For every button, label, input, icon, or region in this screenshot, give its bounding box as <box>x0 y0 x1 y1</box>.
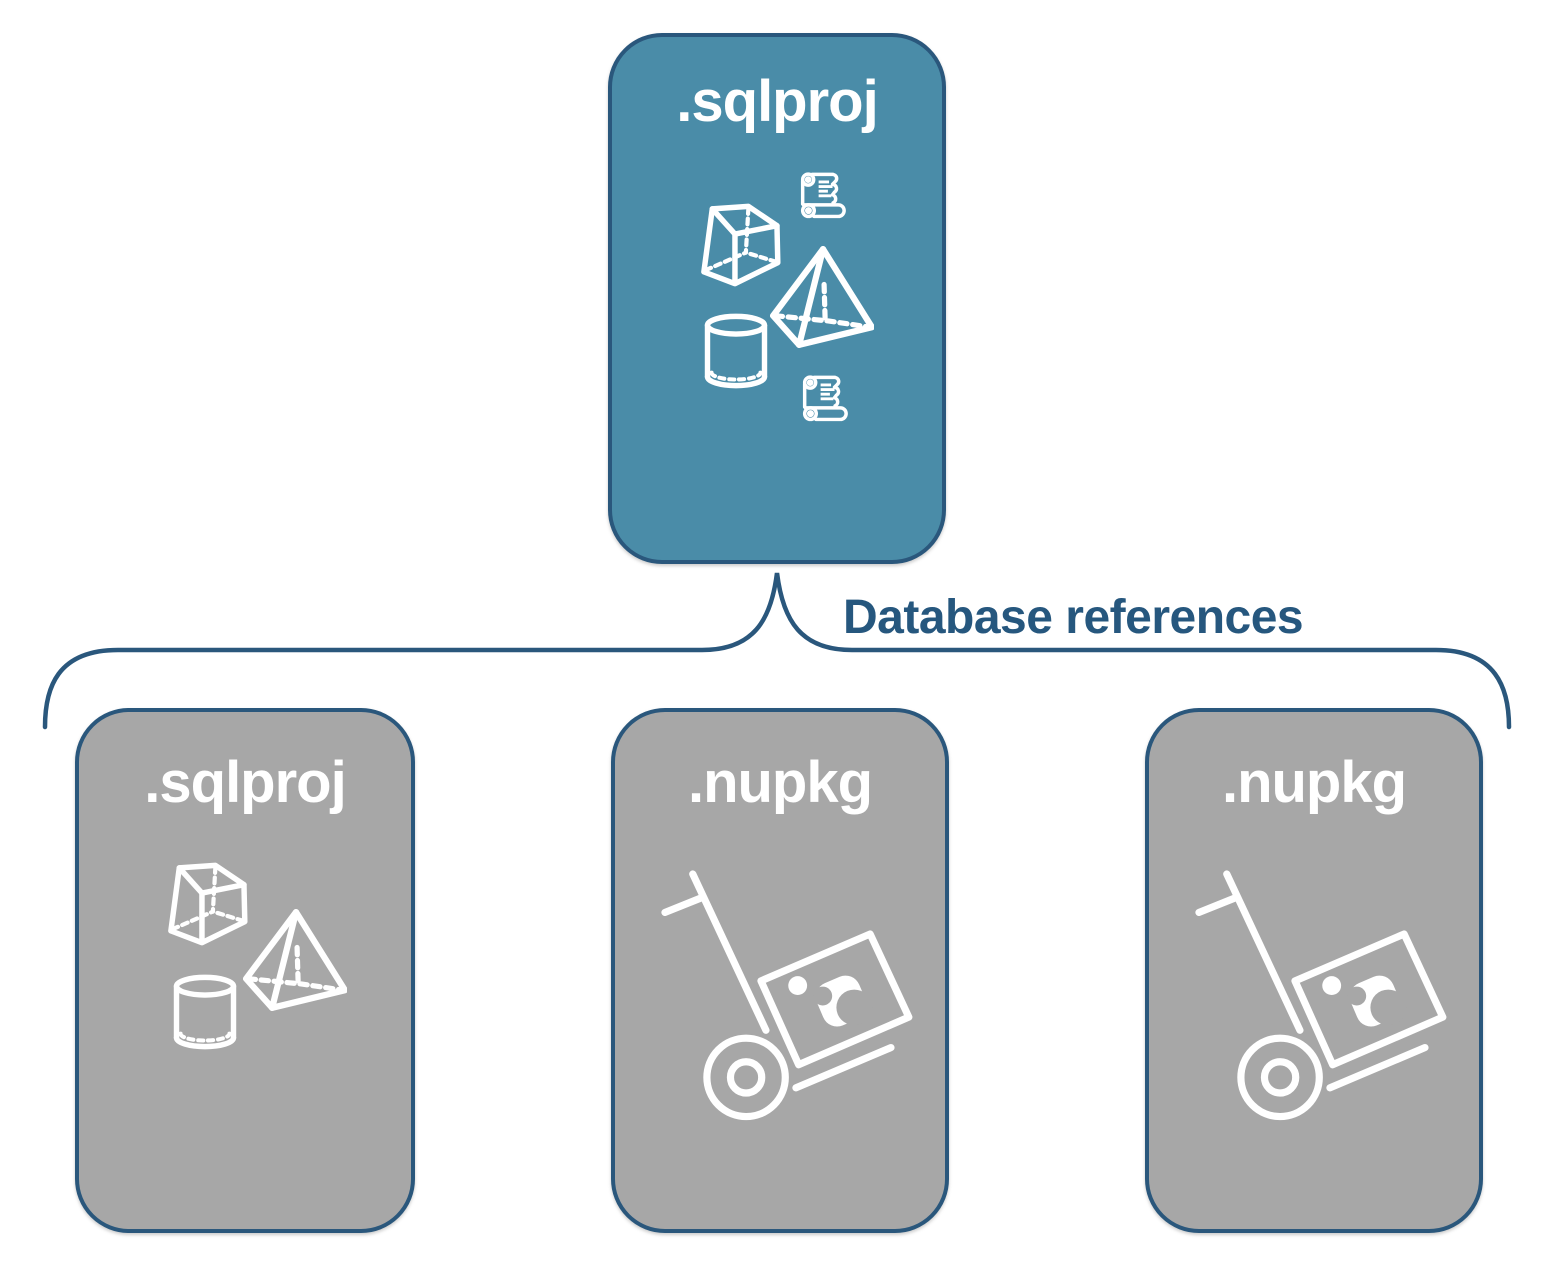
pyramid-icon <box>770 245 874 349</box>
pyramid-icon <box>243 908 347 1012</box>
nuget-package-handtruck-icon <box>1195 867 1453 1129</box>
parent-box-sqlproj: .sqlproj <box>608 33 946 564</box>
child-box-nupkg-2: .nupkg <box>1145 708 1483 1233</box>
sql-script-scroll-icon <box>796 168 854 226</box>
cube-icon <box>165 862 249 946</box>
database-cylinder-icon <box>171 974 239 1050</box>
child-box-title: .sqlproj <box>144 750 346 815</box>
nuget-package-handtruck-icon <box>661 867 919 1129</box>
parent-box-title: .sqlproj <box>676 69 878 134</box>
child-box-nupkg-1: .nupkg <box>611 708 949 1233</box>
child-box-title: .nupkg <box>687 750 873 815</box>
connector-label: Database references <box>843 591 1304 644</box>
child-box-title: .nupkg <box>1221 750 1407 815</box>
child-box-sqlproj: .sqlproj <box>75 708 415 1233</box>
sql-script-scroll-icon <box>798 371 856 429</box>
database-cylinder-icon <box>702 313 770 389</box>
